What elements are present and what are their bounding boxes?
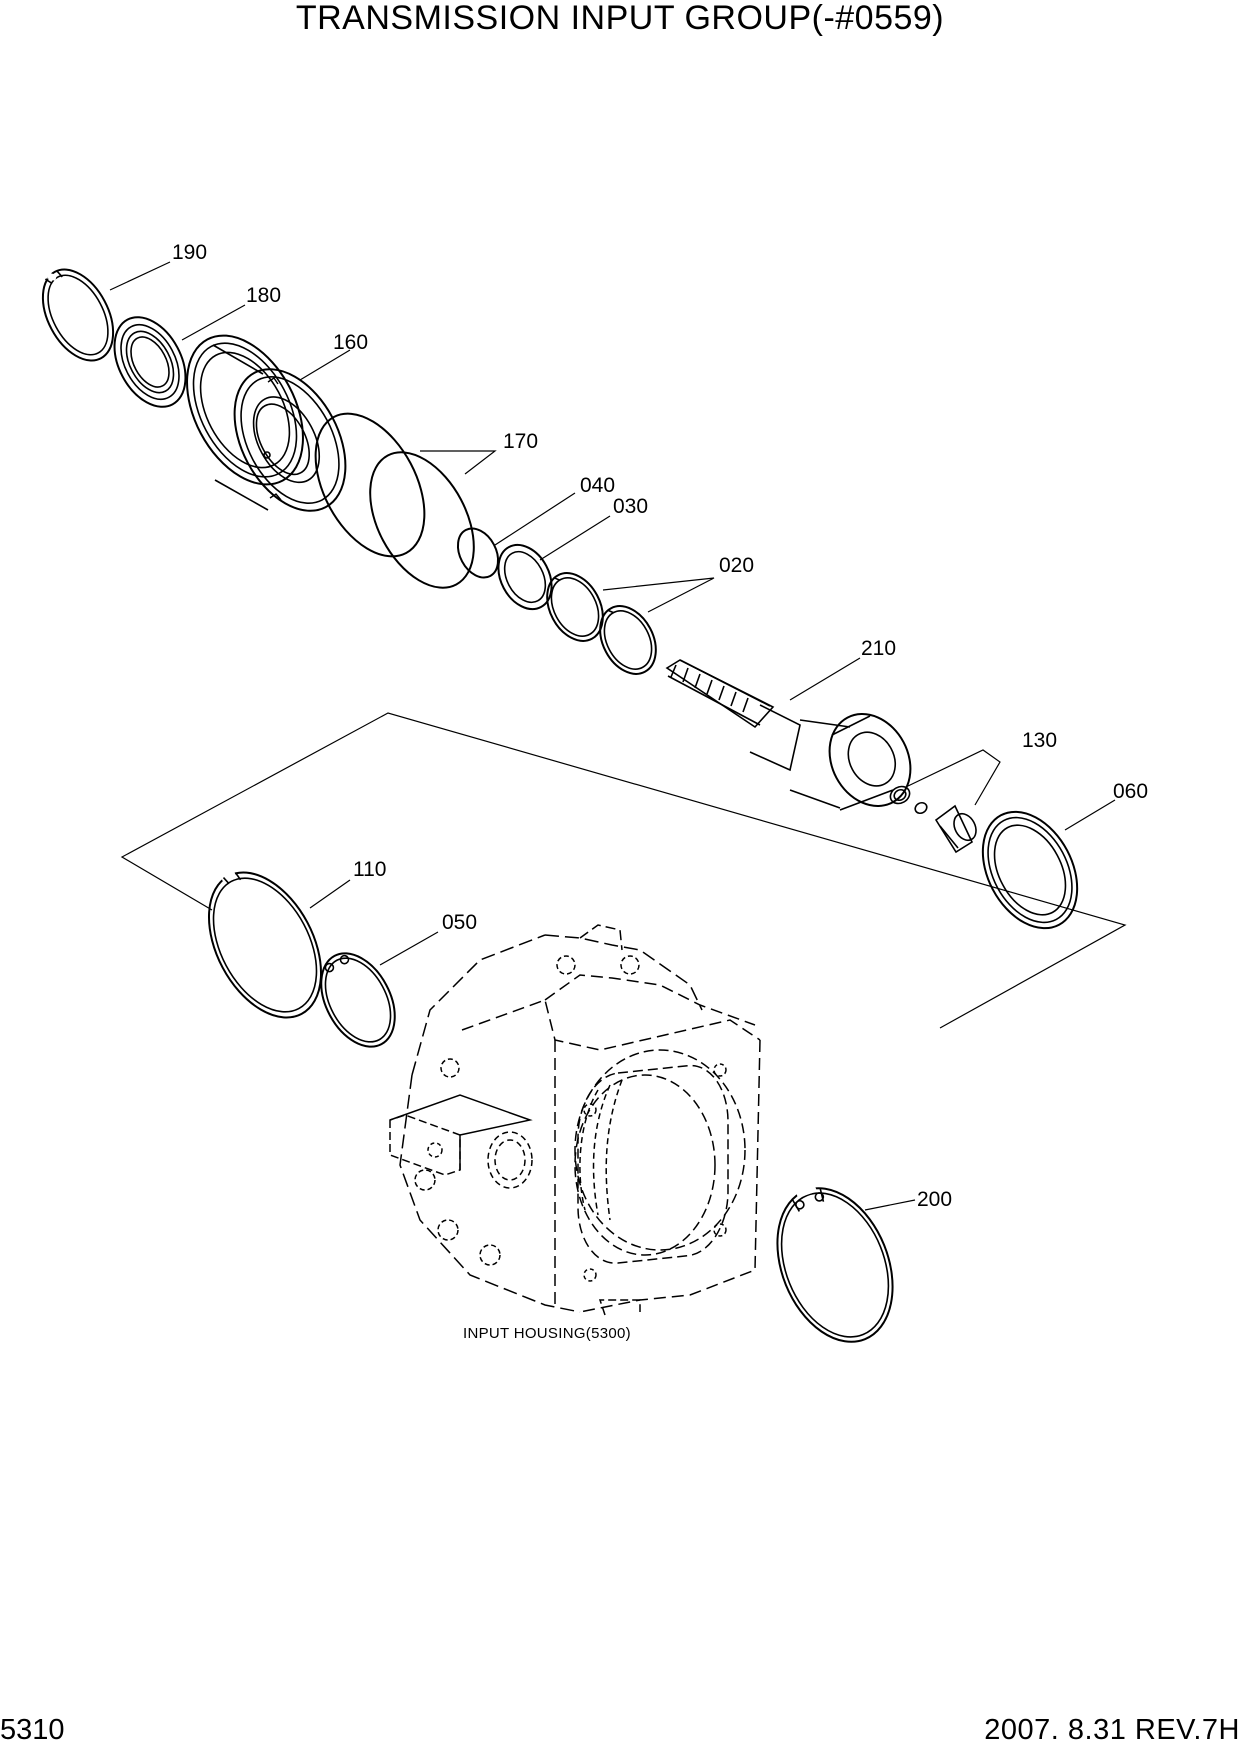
part-040-o-ring[interactable] bbox=[450, 522, 506, 585]
part-020-snap-ring-a[interactable] bbox=[536, 563, 614, 650]
part-210-input-shaft[interactable] bbox=[667, 660, 926, 820]
callout-200: 200 bbox=[917, 1188, 952, 1211]
part-130-plug-assembly[interactable] bbox=[887, 783, 980, 852]
part-030-washer[interactable] bbox=[488, 536, 562, 619]
callout-170: 170 bbox=[503, 430, 538, 453]
callout-040: 040 bbox=[580, 474, 615, 497]
input-housing-label: INPUT HOUSING(5300) bbox=[463, 1325, 631, 1342]
part-170-ring-large[interactable] bbox=[293, 395, 447, 574]
page-title: TRANSMISSION INPUT GROUP(-#0559) bbox=[295, 0, 945, 37]
callout-020: 020 bbox=[719, 554, 754, 577]
part-200-snap-ring[interactable] bbox=[756, 1171, 914, 1359]
revision-date: 2007. 8.31 REV.7H bbox=[984, 1714, 1240, 1746]
callout-210: 210 bbox=[861, 637, 896, 660]
part-160-piston-drum[interactable] bbox=[163, 316, 368, 530]
callout-130: 130 bbox=[1022, 729, 1057, 752]
part-170-ring-second[interactable] bbox=[349, 435, 495, 605]
assembly-reference-line bbox=[122, 713, 1125, 1028]
callout-110: 110 bbox=[353, 858, 386, 881]
callout-050: 050 bbox=[442, 911, 477, 934]
part-020-snap-ring-b[interactable] bbox=[589, 596, 667, 683]
part-050-snap-ring[interactable] bbox=[306, 941, 409, 1059]
callout-060: 060 bbox=[1113, 780, 1148, 803]
callout-160: 160 bbox=[333, 331, 368, 354]
callout-180: 180 bbox=[246, 284, 281, 307]
part-190-snap-ring[interactable] bbox=[29, 258, 128, 373]
input-housing-outline bbox=[390, 925, 760, 1315]
part-110-snap-ring[interactable] bbox=[186, 853, 344, 1037]
part-180-seal-ring[interactable] bbox=[100, 305, 200, 419]
part-060-bearing-cup[interactable] bbox=[964, 796, 1096, 945]
callout-190: 190 bbox=[172, 241, 207, 264]
page-number: 5310 bbox=[0, 1714, 65, 1746]
callout-030: 030 bbox=[613, 495, 648, 518]
